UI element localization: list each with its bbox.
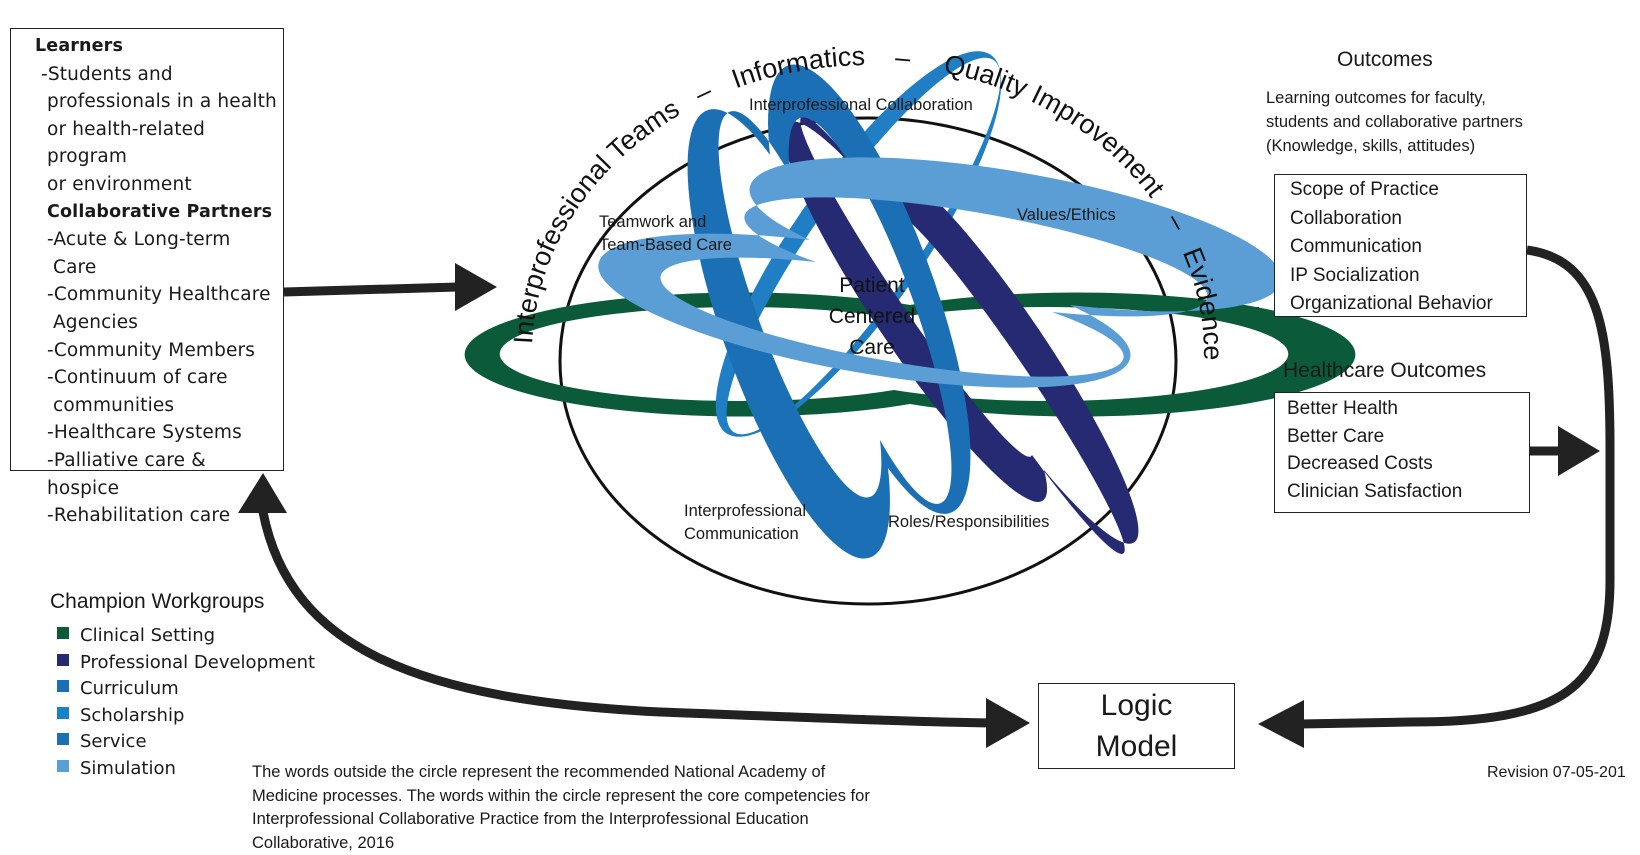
learners-line: -Students and xyxy=(35,61,283,89)
revision-label: Revision 07-05-201 xyxy=(1487,764,1626,782)
outcomes-desc-line: Learning outcomes for faculty, xyxy=(1266,86,1523,110)
legend-label: Service xyxy=(80,731,147,752)
partner-item: -Community Healthcare xyxy=(35,281,283,309)
learners-heading: Learners xyxy=(35,33,283,61)
partner-item: -Healthcare Systems xyxy=(35,419,283,447)
center-line-3: Care xyxy=(849,336,895,359)
footnote-line: Interprofessional Collaborative Practice… xyxy=(252,808,952,832)
partner-item: -Palliative care & hospice xyxy=(35,447,283,502)
healthcare-to-curve-arrow xyxy=(1530,426,1600,476)
legend-swatch xyxy=(57,627,69,639)
learners-line: professionals in a health xyxy=(35,88,283,116)
legend-label: Professional Development xyxy=(80,652,315,673)
healthcare-outcome-item: Better Care xyxy=(1287,423,1529,451)
outcome-item: Scope of Practice xyxy=(1290,176,1526,205)
legend-label: Scholarship xyxy=(80,705,184,726)
outcome-item: Collaboration xyxy=(1290,205,1526,234)
outcome-item: Communication xyxy=(1290,233,1526,262)
legend-swatch xyxy=(57,654,69,666)
teamwork-line-1: Teamwork and xyxy=(599,211,732,234)
footnote-line: Medicine processes. The words within the… xyxy=(252,785,952,809)
healthcare-outcomes-box: Better Health Better Care Decreased Cost… xyxy=(1274,392,1530,513)
legend-swatch xyxy=(57,707,69,719)
healthcare-outcomes-title: Healthcare Outcomes xyxy=(1283,359,1486,383)
partners-heading: Collaborative Partners xyxy=(35,199,283,227)
legend-item: Service xyxy=(57,729,315,756)
competency-values: Values/Ethics xyxy=(1017,204,1116,227)
competency-roles: Roles/Responsibilities xyxy=(888,511,1049,534)
outcomes-desc-line: (Knowledge, skills, attitudes) xyxy=(1266,134,1523,158)
outcomes-title: Outcomes xyxy=(1337,48,1433,72)
learners-line: or environment xyxy=(35,171,283,199)
legend-item: Professional Development xyxy=(57,650,315,677)
competency-teamwork: Teamwork and Team-Based Care xyxy=(599,211,732,257)
legend-swatch xyxy=(57,680,69,692)
partner-item: Care xyxy=(35,254,283,282)
partner-item: -Continuum of care xyxy=(35,364,283,392)
logic-model-line-1: Logic xyxy=(1039,685,1234,726)
outcomes-description: Learning outcomes for faculty, students … xyxy=(1266,86,1523,158)
partner-item: communities xyxy=(35,392,283,420)
footnote: The words outside the circle represent t… xyxy=(252,761,952,855)
footnote-line: Collaborative, 2016 xyxy=(252,832,952,855)
teamwork-line-2: Team-Based Care xyxy=(599,234,732,257)
competency-communication: Interprofessional Communication xyxy=(684,500,806,546)
learners-to-circle-arrow xyxy=(284,263,497,311)
healthcare-outcome-item: Decreased Costs xyxy=(1287,450,1529,478)
partner-item: -Acute & Long-term xyxy=(35,226,283,254)
legend-swatch xyxy=(57,760,69,772)
champion-workgroups-title: Champion Workgroups xyxy=(50,590,264,614)
learners-partners-box: Learners -Students and professionals in … xyxy=(10,28,284,471)
legend-item: Curriculum xyxy=(57,676,315,703)
outcome-item: IP Socialization xyxy=(1290,262,1526,291)
legend-label: Curriculum xyxy=(80,678,179,699)
legend-label: Clinical Setting xyxy=(80,625,215,646)
legend-item: Scholarship xyxy=(57,703,315,730)
communication-line-2: Communication xyxy=(684,523,806,546)
healthcare-outcome-item: Clinician Satisfaction xyxy=(1287,478,1529,506)
communication-line-1: Interprofessional xyxy=(684,500,806,523)
outcomes-desc-line: students and collaborative partners xyxy=(1266,110,1523,134)
partner-item: -Rehabilitation care xyxy=(35,502,283,530)
center-line-1: Patient xyxy=(839,274,905,297)
arc-dash-1: – xyxy=(690,76,716,110)
logic-model-box: Logic Model xyxy=(1038,683,1235,769)
competency-collaboration: Interprofessional Collaboration xyxy=(749,94,973,117)
partner-item: -Community Members xyxy=(35,337,283,365)
legend-label: Simulation xyxy=(80,758,176,779)
learners-line: or health-related program xyxy=(35,116,283,171)
logic-model-line-2: Model xyxy=(1039,726,1234,767)
legend-item: Clinical Setting xyxy=(57,623,315,650)
outcome-item: Organizational Behavior xyxy=(1290,290,1526,319)
outcomes-list-box: Scope of Practice Collaboration Communic… xyxy=(1274,174,1527,317)
legend-swatch xyxy=(57,733,69,745)
healthcare-outcome-item: Better Health xyxy=(1287,395,1529,423)
champion-workgroups-legend: Clinical Setting Professional Developmen… xyxy=(57,623,315,782)
arc-dash-2: – xyxy=(894,42,912,73)
footnote-line: The words outside the circle represent t… xyxy=(252,761,952,785)
partner-item: Agencies xyxy=(35,309,283,337)
center-line-2: Centered xyxy=(829,305,915,328)
